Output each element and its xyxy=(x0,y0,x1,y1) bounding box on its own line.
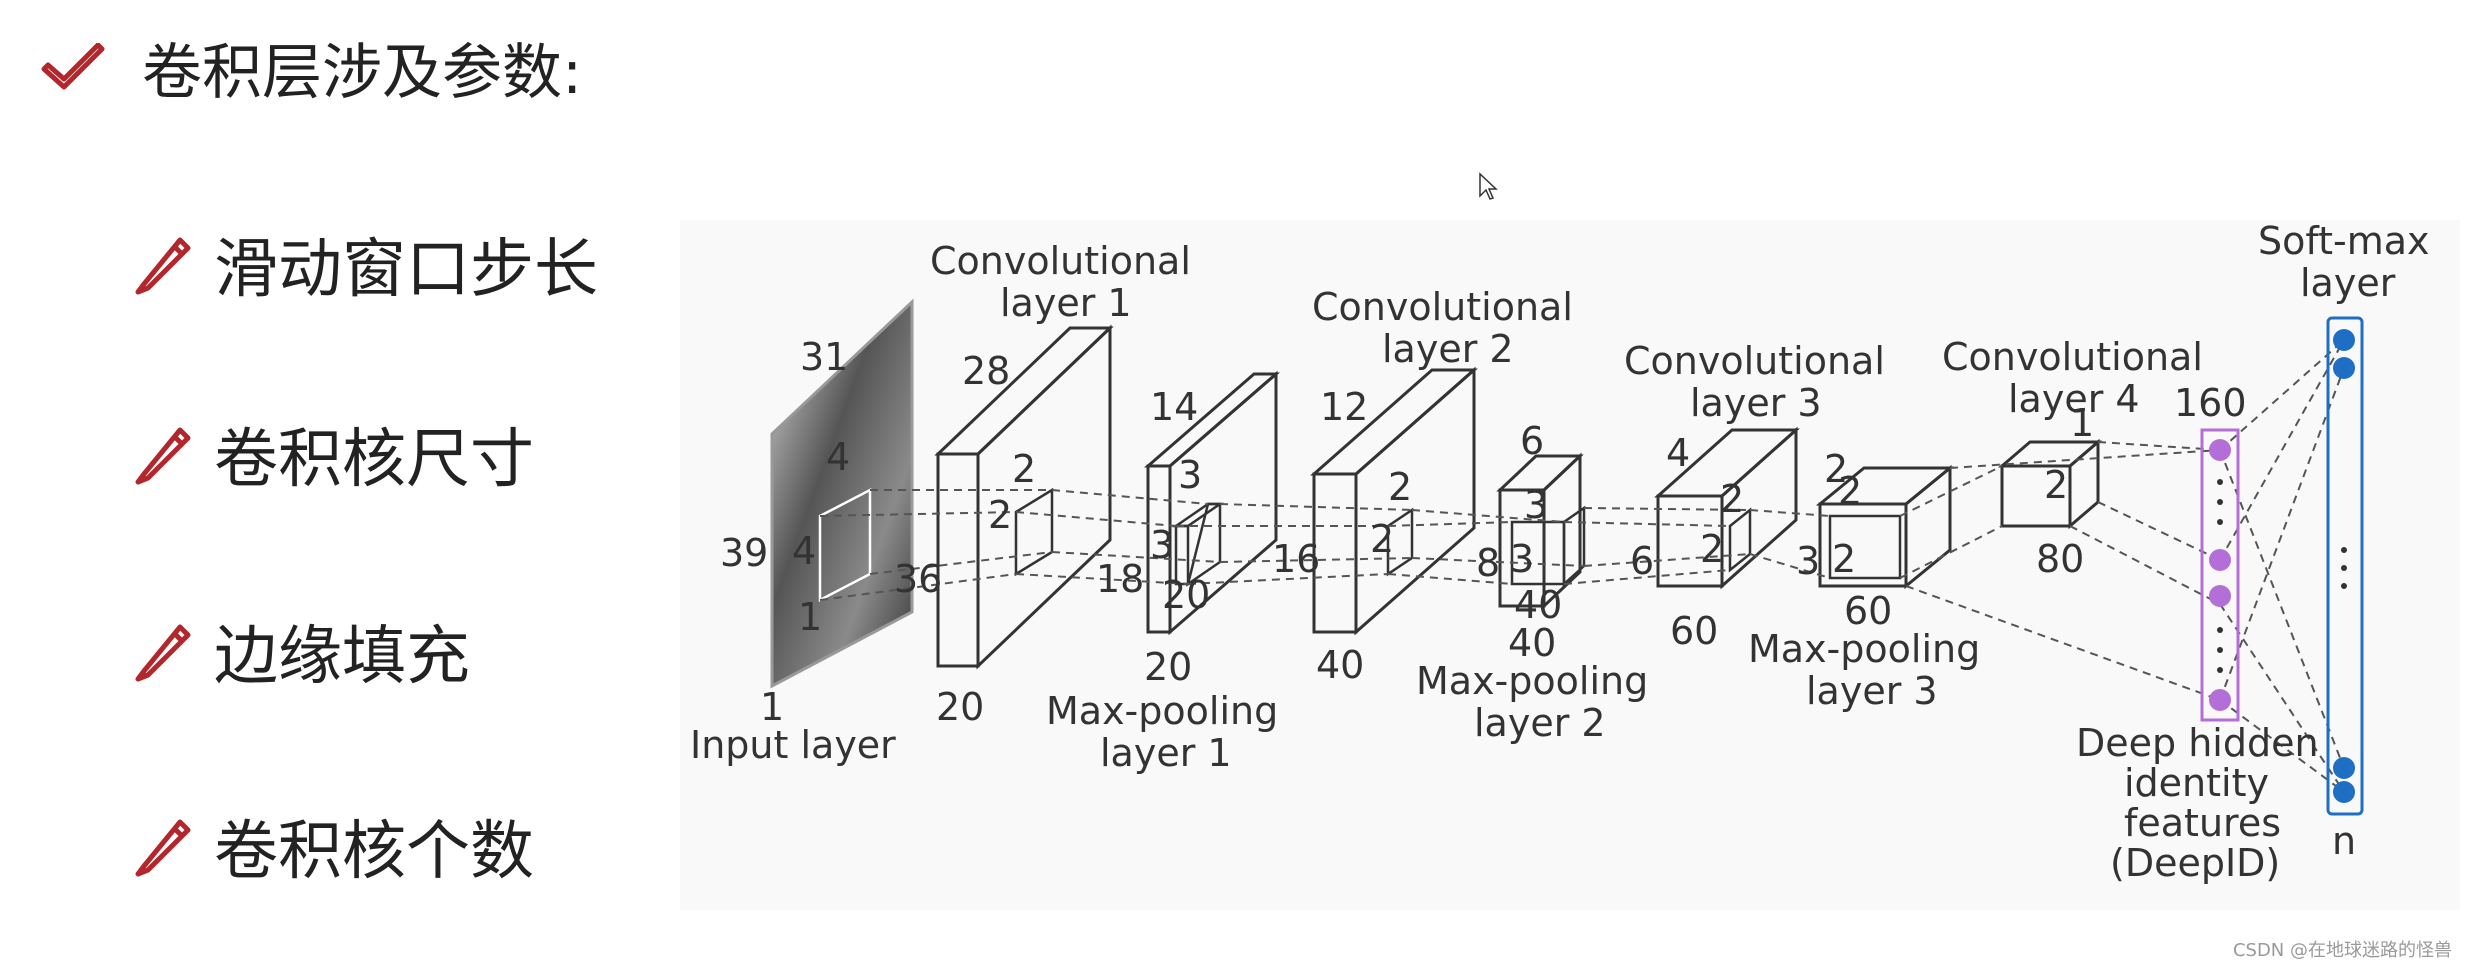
list-item-text: 卷积核尺寸 xyxy=(214,423,534,497)
conv4-title: Convolutional xyxy=(1942,335,2203,379)
pencil-icon xyxy=(135,624,191,682)
pool3-k1: 2 xyxy=(1838,469,1862,513)
pool1-bottom: 20 xyxy=(1144,645,1192,689)
connection-lines xyxy=(819,339,2345,793)
deepid-cnn-diagram: Input layer 31 39 1 4 4 1 Convolutional … xyxy=(680,220,2460,910)
conv4-subtitle: layer 4 xyxy=(2008,377,2140,421)
input-dim-h: 39 xyxy=(720,531,768,575)
conv1-left: 36 xyxy=(894,557,942,601)
watermark: CSDN @在地球迷路的怪兽 xyxy=(2232,940,2452,961)
conv1-k2: 2 xyxy=(988,493,1012,537)
input-dim-w: 31 xyxy=(800,335,848,379)
conv2-bottom: 40 xyxy=(1316,643,1364,687)
conv3-bottom: 60 xyxy=(1670,609,1718,653)
conv2-k2: 2 xyxy=(1370,517,1394,561)
softmax-neuron xyxy=(2333,329,2355,351)
pool2-subtitle: layer 2 xyxy=(1474,701,1606,745)
pool1-title: Max-pooling xyxy=(1046,689,1278,733)
conv1-bottom: 20 xyxy=(936,685,984,729)
deepid-label-2: identity xyxy=(2124,761,2269,805)
pool2-top: 6 xyxy=(1520,419,1544,463)
deepid-layer xyxy=(2200,428,2240,722)
input-image xyxy=(770,298,914,689)
pool3-bottom: 60 xyxy=(1844,589,1892,633)
conv2-title: Convolutional xyxy=(1312,285,1573,329)
conv3-k2: 2 xyxy=(1700,527,1724,571)
conv3-title: Convolutional xyxy=(1624,339,1885,383)
conv2-top: 12 xyxy=(1320,385,1368,429)
deepid-label-1: Deep hidden xyxy=(2076,721,2319,765)
deepid-top: 160 xyxy=(2174,381,2247,425)
heading-text: 卷积层涉及参数: xyxy=(142,38,583,108)
pool3-left: 3 xyxy=(1796,539,1820,583)
conv3-subtitle: layer 3 xyxy=(1690,381,1822,425)
conv4-top: 1 xyxy=(2070,401,2094,445)
conv2-left: 16 xyxy=(1272,537,1320,581)
deepid-neuron xyxy=(2209,689,2231,711)
pool1-k1: 3 xyxy=(1178,453,1202,497)
conv1-title: Convolutional xyxy=(930,239,1191,283)
pool1-block xyxy=(1143,370,1281,636)
input-kernel-2: 4 xyxy=(792,529,816,573)
conv1-k1: 2 xyxy=(1012,447,1036,491)
softmax-title: Soft-max xyxy=(2258,220,2429,263)
pool3-title: Max-pooling xyxy=(1748,627,1980,671)
pool3-subtitle: layer 3 xyxy=(1806,669,1938,713)
conv4-bottom: 80 xyxy=(2036,537,2084,581)
pool1-top: 14 xyxy=(1150,385,1198,429)
pool1-k3: 20 xyxy=(1162,573,1210,617)
list-item: 卷积核个数 xyxy=(130,800,534,892)
conv1-subtitle: layer 1 xyxy=(1000,281,1132,325)
softmax-layer xyxy=(2326,316,2364,816)
pool1-subtitle: layer 1 xyxy=(1100,731,1232,775)
conv3-k1: 2 xyxy=(1720,477,1744,521)
pool2-left: 8 xyxy=(1476,541,1500,585)
pool2-k3: 40 xyxy=(1514,583,1562,627)
deepid-neuron xyxy=(2209,439,2231,461)
softmax-bottom: n xyxy=(2332,819,2356,863)
softmax-neuron xyxy=(2333,781,2355,803)
conv4-left: 2 xyxy=(2044,463,2068,507)
section-heading: 卷积层涉及参数: xyxy=(40,24,582,111)
pool2-k1: 3 xyxy=(1524,483,1548,527)
conv3-left: 6 xyxy=(1630,539,1654,583)
pool3-top: 2 xyxy=(1824,447,1848,491)
check-icon xyxy=(41,42,105,89)
list-item: 边缘填充 xyxy=(130,605,470,697)
pool2-bottom: 40 xyxy=(1508,621,1556,665)
pool2-title: Max-pooling xyxy=(1416,659,1648,703)
pool2-k2: 3 xyxy=(1510,537,1534,581)
deepid-neuron xyxy=(2209,549,2231,571)
list-item-text: 滑动窗口步长 xyxy=(214,233,598,307)
pool1-left: 18 xyxy=(1096,557,1144,601)
deepid-label-4: (DeepID) xyxy=(2110,841,2280,885)
input-kernel-1: 4 xyxy=(826,435,850,479)
pencil-icon xyxy=(135,237,191,295)
list-item-text: 边缘填充 xyxy=(214,620,470,694)
conv1-top: 28 xyxy=(962,349,1010,393)
softmax-neuron xyxy=(2333,357,2355,379)
list-item: 滑动窗口步长 xyxy=(130,218,598,310)
conv3-top: 4 xyxy=(1666,431,1690,475)
pencil-icon xyxy=(135,427,191,485)
pencil-icon xyxy=(135,819,191,877)
input-layer-label: Input layer xyxy=(690,723,896,767)
input-kernel-3: 1 xyxy=(798,595,822,639)
list-item-text: 卷积核个数 xyxy=(214,815,534,889)
mouse-cursor-icon xyxy=(1479,172,1498,200)
conv2-k1: 2 xyxy=(1388,465,1412,509)
deepid-neuron xyxy=(2209,585,2231,607)
softmax-neuron xyxy=(2333,757,2355,779)
pool3-k2: 2 xyxy=(1832,537,1856,581)
list-item: 卷积核尺寸 xyxy=(130,408,534,500)
input-dim-d: 1 xyxy=(760,685,784,729)
deepid-label-3: features xyxy=(2124,801,2281,845)
softmax-subtitle: layer xyxy=(2300,261,2396,305)
pool1-k2: 3 xyxy=(1150,523,1174,567)
conv2-subtitle: layer 2 xyxy=(1382,327,1514,371)
